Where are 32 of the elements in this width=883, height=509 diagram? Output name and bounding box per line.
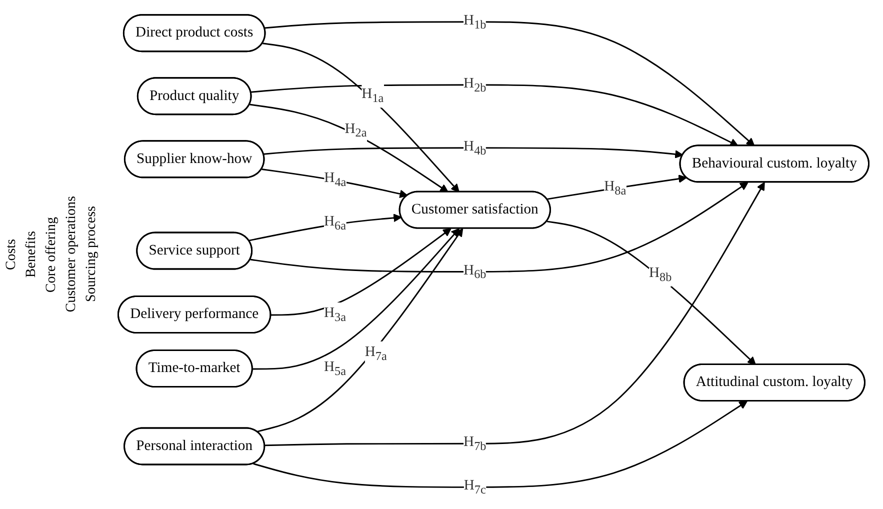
edge-label: H$_{7a}$ [364,344,387,363]
arrow [270,228,452,316]
arrow [253,400,748,488]
arrow [546,220,756,366]
arrow [250,84,738,146]
edge-label: H$_{3a}$ [324,305,346,324]
bracket-label: Core offering [44,216,60,292]
edge-label: H$_{6a}$ [324,214,346,232]
bracket-label: Customer operations [64,196,80,313]
arrow [256,228,464,432]
edge-label: H$_{4a}$ [324,170,346,189]
edge-label: H$_{4b}$ [464,138,486,158]
edge-label: H$_{8a}$ [604,178,626,198]
edge-label: H$_{7c}$ [464,478,486,497]
edge-label: H$_{7b}$ [464,434,486,453]
edge-label: H$_{5a}$ [324,359,346,378]
bracket-label: Sourcing process [84,206,100,303]
bracket-label: Benefits [24,231,40,278]
edge-label: H$_{2a}$ [344,121,367,140]
arrow [250,182,748,272]
arrow [250,104,448,192]
bracket-label: Costs [4,238,20,270]
arrow [264,182,765,446]
edge-label: H$_{8b}$ [648,265,672,284]
arrow [264,147,684,158]
arrow [262,42,460,192]
arrow [264,21,755,146]
edge-label: H$_{6b}$ [464,262,486,282]
edge-label: H$_{2b}$ [464,76,486,94]
edge-label: H$_{1a}$ [362,86,384,105]
arrow [252,228,460,370]
edge-label: H$_{1b}$ [464,12,486,32]
